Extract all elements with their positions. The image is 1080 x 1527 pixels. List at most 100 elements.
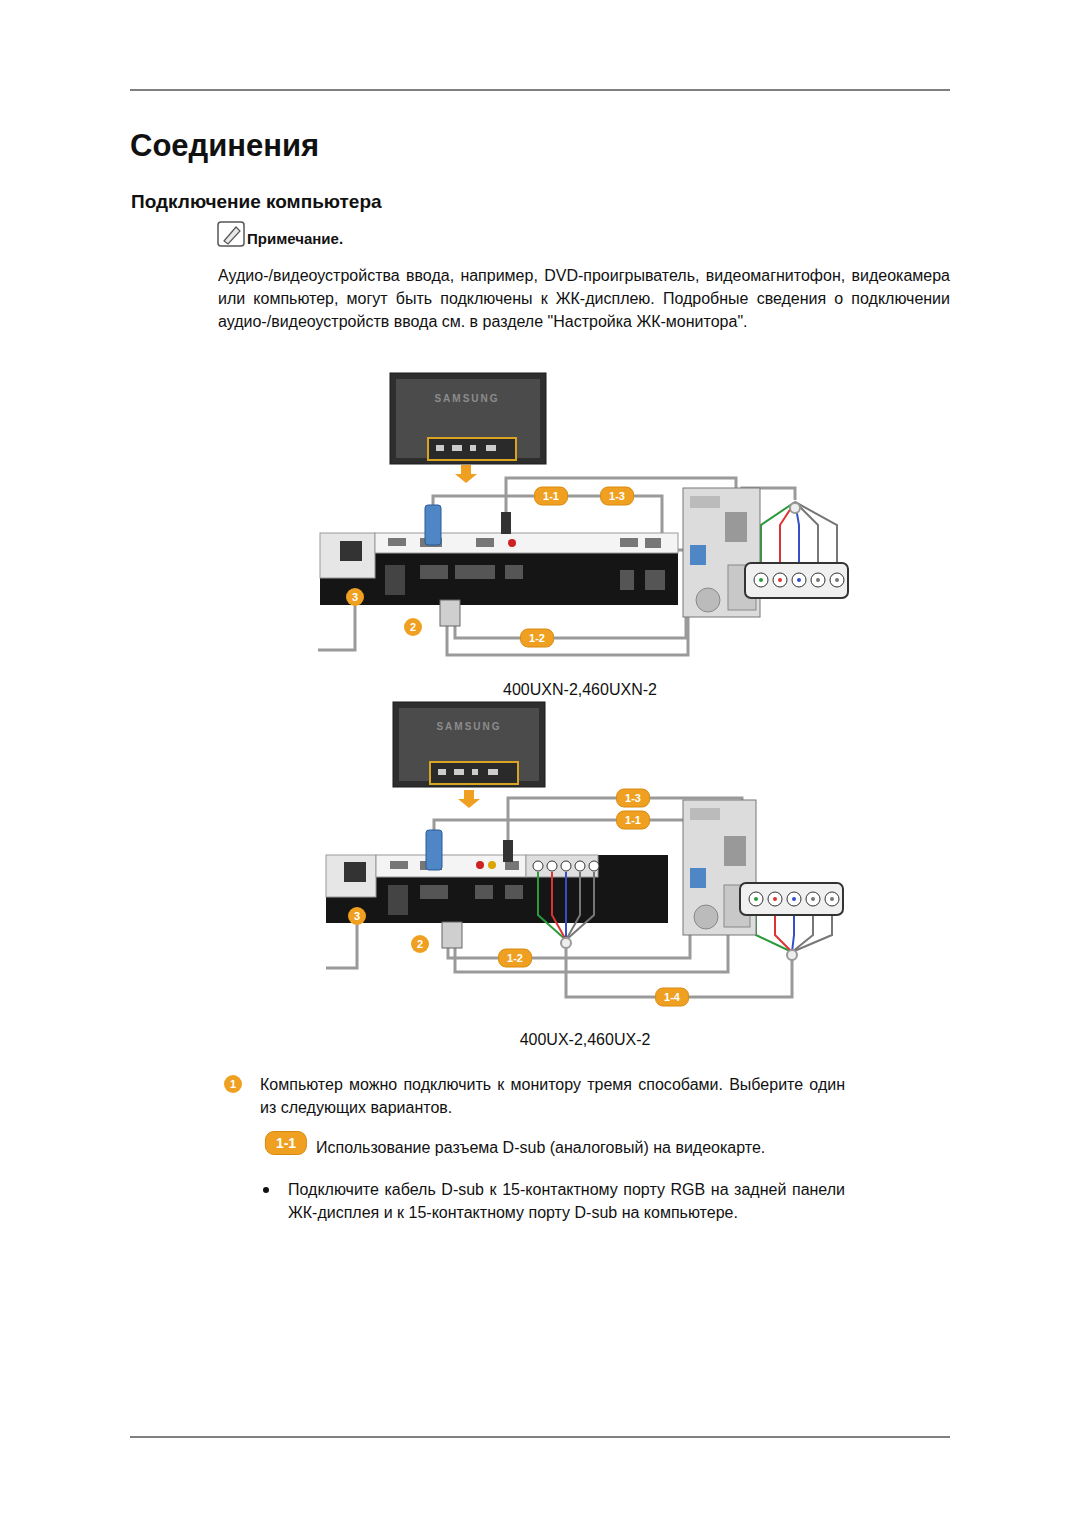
callout-badge: 1-3 xyxy=(616,789,650,808)
callout-badge: 1-2 xyxy=(520,629,554,648)
vga-plug xyxy=(425,505,441,545)
illustration-part xyxy=(508,539,516,547)
callout-number: 2 xyxy=(404,618,422,636)
illustration-part xyxy=(589,861,599,871)
illustration-part xyxy=(787,950,797,960)
page-title: Соединения xyxy=(130,128,319,164)
illustration-part xyxy=(754,897,758,901)
illustration-part xyxy=(320,533,678,605)
illustration-part xyxy=(375,533,678,553)
illustration-part xyxy=(388,538,406,546)
illustration-part xyxy=(385,565,405,595)
bnc-breakout xyxy=(740,883,843,915)
illustration-part xyxy=(811,573,825,587)
callout-badge: 1-1 xyxy=(265,1131,307,1155)
body-text: Компьютер можно подключить к монитору тр… xyxy=(260,1073,845,1119)
illustration-part xyxy=(645,538,661,548)
illustration-part xyxy=(447,600,688,655)
illustration-part xyxy=(344,862,366,882)
illustration-part xyxy=(795,502,837,563)
illustration-part xyxy=(565,872,567,940)
illustration-part xyxy=(754,573,768,587)
illustration-part xyxy=(787,892,801,906)
illustration-part xyxy=(724,836,746,866)
illustration-part xyxy=(533,861,543,871)
illustration-part xyxy=(326,855,668,923)
illustration-part xyxy=(835,578,839,582)
illustration-part xyxy=(690,808,720,820)
illustration-part xyxy=(792,915,813,952)
illustration-part xyxy=(773,573,787,587)
connector-panel xyxy=(320,533,678,605)
illustration-part xyxy=(790,503,800,513)
note-icon xyxy=(218,222,244,246)
illustration-part xyxy=(575,861,585,871)
illustration-part xyxy=(420,885,448,899)
bullet xyxy=(263,1187,269,1193)
note-text: Аудио-/видеоустройства ввода, например, … xyxy=(218,264,950,333)
illustration-part xyxy=(759,578,763,582)
hdmi-plug xyxy=(503,840,513,862)
illustration-part xyxy=(725,512,747,542)
illustration-part xyxy=(749,892,763,906)
monitor-back xyxy=(393,702,545,787)
illustration-part xyxy=(476,861,484,869)
illustration-part xyxy=(773,897,777,901)
illustration-part xyxy=(620,538,638,547)
illustration-part xyxy=(696,588,720,612)
illustration-part xyxy=(488,769,498,775)
illustration-part xyxy=(566,872,594,940)
illustration-part xyxy=(472,769,478,775)
rule-line xyxy=(130,90,950,91)
illustration-part xyxy=(320,533,375,578)
illustration-part xyxy=(775,915,792,952)
illustration-part xyxy=(745,563,848,598)
illustration-part xyxy=(475,885,493,899)
illustration-part xyxy=(420,565,448,579)
illustration-part xyxy=(476,538,494,547)
body-text: Подключите кабель D-sub к 15-контактному… xyxy=(288,1178,845,1224)
illustration-part xyxy=(438,769,446,775)
callout-badge: 1-1 xyxy=(616,811,650,830)
illustration-part xyxy=(393,702,545,787)
bnc-cables xyxy=(761,502,837,563)
model-caption: 400UXN-2,460UXN-2 xyxy=(503,680,657,700)
callout-badge: 1-4 xyxy=(655,988,689,1007)
callout-number: 1 xyxy=(224,1075,242,1093)
illustration-part xyxy=(538,872,566,940)
illustration-part xyxy=(505,861,519,870)
illustration-part xyxy=(797,578,801,582)
cables xyxy=(318,478,795,655)
illustration-part xyxy=(645,570,665,590)
illustration-part xyxy=(218,222,244,246)
illustration-part xyxy=(694,905,718,929)
illustration-part xyxy=(811,897,815,901)
illustration-part xyxy=(768,892,782,906)
callout-number: 3 xyxy=(348,907,366,925)
illustration-part xyxy=(326,855,376,897)
illustration-part xyxy=(224,227,240,244)
illustration-part xyxy=(620,570,634,590)
illustration-part xyxy=(778,578,782,582)
illustration-part xyxy=(816,578,820,582)
illustration-part xyxy=(740,883,843,915)
illustration-part xyxy=(390,861,408,869)
illustration-part xyxy=(792,573,806,587)
illustration-part xyxy=(470,445,476,451)
illustration-part xyxy=(756,915,792,952)
illustration-part xyxy=(690,868,706,888)
illustration-part xyxy=(561,861,571,871)
illustration-part xyxy=(390,373,546,464)
illustration-part xyxy=(452,445,462,451)
illustration-part xyxy=(806,892,820,906)
illustration-part xyxy=(830,573,844,587)
logo-text: SAMSUNG xyxy=(434,393,499,404)
illustration-part xyxy=(547,861,557,871)
illustration-part xyxy=(505,565,523,579)
illustration-part xyxy=(830,897,834,901)
illustration-part xyxy=(690,496,720,508)
connector-panel xyxy=(326,855,668,923)
bnc-breakout xyxy=(745,563,848,598)
illustration-part xyxy=(436,445,444,451)
